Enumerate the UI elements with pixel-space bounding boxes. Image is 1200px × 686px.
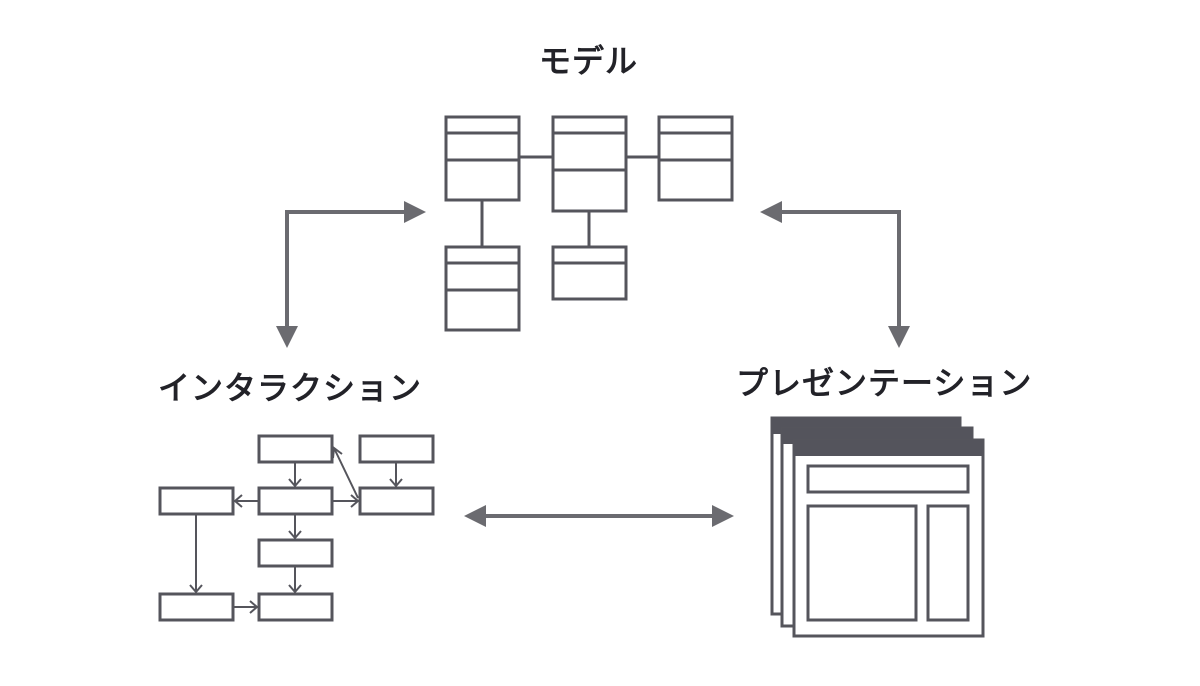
flow-node	[158, 592, 235, 622]
flow-connector	[189, 514, 203, 594]
flow-connector	[389, 462, 403, 488]
flow-connector	[233, 600, 259, 614]
window-side-panel	[926, 504, 970, 622]
interaction-label: インタラクション	[158, 369, 423, 407]
presentation-label: プレゼンテーション	[736, 364, 1033, 402]
flow-node	[257, 486, 334, 516]
model-table	[551, 115, 628, 213]
window-header-panel	[806, 464, 970, 494]
window-main-panel	[806, 504, 918, 622]
model-label: モデル	[539, 42, 639, 80]
model-table	[551, 245, 628, 301]
window-front	[792, 438, 985, 638]
flow-connector	[233, 494, 259, 508]
presentation-icon	[770, 416, 985, 638]
interaction-icon	[158, 434, 435, 622]
flow-node	[257, 434, 334, 464]
flow-node	[358, 434, 435, 464]
flow-node	[257, 538, 334, 568]
flow-node	[158, 486, 235, 516]
model-table	[657, 115, 734, 202]
flow-connector	[288, 566, 302, 594]
model-presentation-arrow	[760, 201, 910, 348]
flow-node	[358, 486, 435, 516]
model-table	[444, 115, 521, 202]
model-table	[444, 245, 521, 332]
model-interaction-arrow	[276, 201, 426, 348]
model-icon	[444, 115, 734, 332]
flow-connector	[288, 514, 302, 540]
flow-node	[257, 592, 334, 622]
flow-connector	[332, 494, 360, 508]
interaction-presentation-arrow	[464, 505, 734, 527]
flow-connector	[288, 462, 302, 488]
flow-connector	[332, 446, 359, 499]
